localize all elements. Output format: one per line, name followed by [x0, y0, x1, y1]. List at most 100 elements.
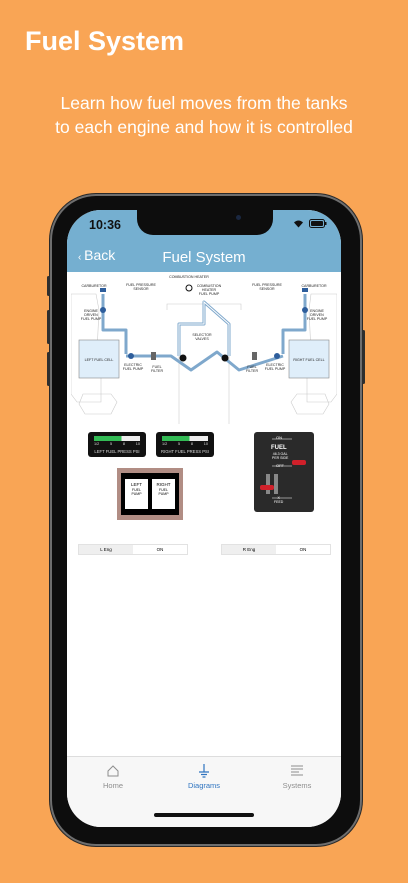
back-button[interactable]: ‹ Back	[78, 247, 115, 263]
diagram-icon	[199, 763, 209, 778]
fuel-pump-panel: LEFT FUEL PUMP RIGHT FUEL PUMP	[117, 468, 183, 520]
svg-text:FUEL: FUEL	[247, 365, 256, 369]
tab-diagrams-label: Diagrams	[187, 781, 221, 790]
mute-switch	[47, 276, 50, 296]
switch-crossfeed-label: X FEED	[274, 496, 284, 504]
left-electric-pump-icon	[128, 353, 134, 359]
right-engine-label: R Eng	[222, 545, 276, 554]
right-fuel-cell	[288, 339, 330, 379]
svg-text:DRIVEN: DRIVEN	[84, 313, 98, 317]
left-engine-label: L Eng	[79, 545, 133, 554]
right-carburetor-icon	[302, 288, 308, 292]
label-combustion-heater: COMBUSTION HEATER	[169, 275, 209, 279]
left-fuel-pump-button[interactable]: LEFT FUEL PUMP	[125, 479, 148, 509]
switch-on-label: ON	[276, 435, 282, 440]
power-button	[362, 330, 365, 384]
left-nacelle-outline	[78, 393, 118, 415]
svg-text:CARBURETOR: CARBURETOR	[81, 284, 106, 288]
tab-home[interactable]: Home	[78, 763, 148, 790]
left-carburetor-icon	[100, 288, 106, 292]
left-selector-valve-icon	[179, 354, 187, 362]
svg-text:FUEL PUMP: FUEL PUMP	[199, 292, 220, 296]
back-label: Back	[84, 247, 116, 263]
fuel-selector-switch: ON FUEL 46.3 GAL PER SIDE OFF X FEED	[254, 432, 314, 512]
svg-text:VALVES: VALVES	[195, 337, 209, 341]
right-nacelle-outline	[290, 393, 330, 415]
tab-systems-label: Systems	[282, 781, 312, 790]
status-time: 10:36	[89, 218, 121, 232]
svg-text:FUEL PUMP: FUEL PUMP	[265, 367, 286, 371]
promo-subtitle-line-1: Learn how fuel moves from the tanks	[60, 93, 348, 113]
left-engine-pump-icon	[100, 307, 106, 313]
svg-text:COMBUSTION: COMBUSTION	[197, 284, 222, 288]
nav-bar: ‹ Back Fuel System	[67, 238, 341, 272]
svg-text:ELECTRIC: ELECTRIC	[124, 363, 142, 367]
volume-up-button	[47, 310, 50, 344]
svg-text:FUEL PUMP: FUEL PUMP	[307, 317, 328, 321]
svg-text:LEFT FUEL CELL: LEFT FUEL CELL	[85, 358, 114, 362]
right-electric-pump-icon	[274, 353, 280, 359]
svg-text:ENGINE: ENGINE	[310, 309, 324, 313]
svg-text:FUEL: FUEL	[152, 365, 161, 369]
svg-text:FUEL PUMP: FUEL PUMP	[81, 317, 102, 321]
switch-off-label: OFF	[276, 463, 284, 468]
svg-text:FUEL PRESSURE: FUEL PRESSURE	[252, 283, 282, 287]
svg-text:HEATER: HEATER	[202, 288, 217, 292]
svg-text:FUEL PRESSURE: FUEL PRESSURE	[126, 283, 156, 287]
svg-text:DRIVEN: DRIVEN	[310, 313, 324, 317]
status-icons	[293, 219, 327, 228]
right-engine-value: ON	[299, 547, 307, 552]
right-lever-handle	[292, 460, 306, 465]
chevron-left-icon: ‹	[78, 252, 85, 263]
right-engine-status: R Eng ON	[221, 544, 331, 555]
diagram-content: COMBUSTION HEATER COMBUSTION HEATER FUEL…	[67, 272, 341, 756]
home-indicator	[154, 813, 254, 817]
svg-text:FILTER: FILTER	[151, 369, 164, 373]
tab-home-label: Home	[102, 781, 123, 790]
svg-text:RIGHT FUEL CELL: RIGHT FUEL CELL	[293, 358, 324, 362]
left-lever-handle	[260, 485, 274, 490]
svg-text:SENSOR: SENSOR	[133, 287, 149, 291]
left-fuel-filter-icon	[151, 352, 156, 360]
battery-icon	[309, 219, 327, 228]
gauge-scale-bar	[162, 436, 208, 441]
right-gauge-label: RIGHT FUEL PRESS PSI	[161, 449, 209, 454]
promo-subtitle-line-2: to each engine and how it is controlled	[55, 117, 353, 137]
fuel-system-diagram: COMBUSTION HEATER COMBUSTION HEATER FUEL…	[71, 275, 337, 424]
app-screen: 10:36 ‹ Back Fuel System	[67, 210, 341, 827]
switch-title: FUEL	[271, 445, 287, 451]
left-gauge-label: LEFT FUEL PRESS PSI	[94, 449, 140, 454]
front-camera	[236, 215, 241, 220]
switch-lever-graphic	[260, 438, 306, 499]
gauge-scale-bar	[94, 436, 140, 441]
volume-down-button	[47, 352, 50, 386]
page-title: Fuel System	[162, 249, 246, 266]
left-fuel-cell	[78, 339, 120, 379]
svg-text:ENGINE: ENGINE	[84, 309, 98, 313]
svg-text:SENSOR: SENSOR	[259, 287, 275, 291]
systems-icon	[291, 765, 303, 775]
crossfeed-line	[126, 350, 284, 372]
svg-text:FUEL PUMP: FUEL PUMP	[123, 367, 144, 371]
tab-diagrams[interactable]: Diagrams	[169, 763, 239, 790]
svg-text:FILTER: FILTER	[246, 369, 259, 373]
left-engine-value: ON	[156, 547, 164, 552]
right-fuel-filter-icon	[252, 352, 257, 360]
svg-text:SELECTOR: SELECTOR	[192, 333, 212, 337]
notch	[137, 210, 273, 235]
svg-text:ELECTRIC: ELECTRIC	[266, 363, 284, 367]
promo-subtitle: Learn how fuel moves from the tanks to e…	[20, 91, 388, 139]
heater-pump-icon	[185, 284, 193, 292]
right-engine-pump-icon	[302, 307, 308, 313]
wifi-icon	[294, 220, 303, 228]
right-selector-valve-icon	[221, 354, 229, 362]
left-engine-status: L Eng ON	[78, 544, 188, 555]
switch-capacity: 46.3 GAL PER SIDE	[272, 452, 289, 460]
promo-title: Fuel System	[25, 26, 185, 56]
tab-systems[interactable]: Systems	[262, 763, 332, 790]
right-fuel-pump-button[interactable]: RIGHT FUEL PUMP	[152, 479, 175, 509]
